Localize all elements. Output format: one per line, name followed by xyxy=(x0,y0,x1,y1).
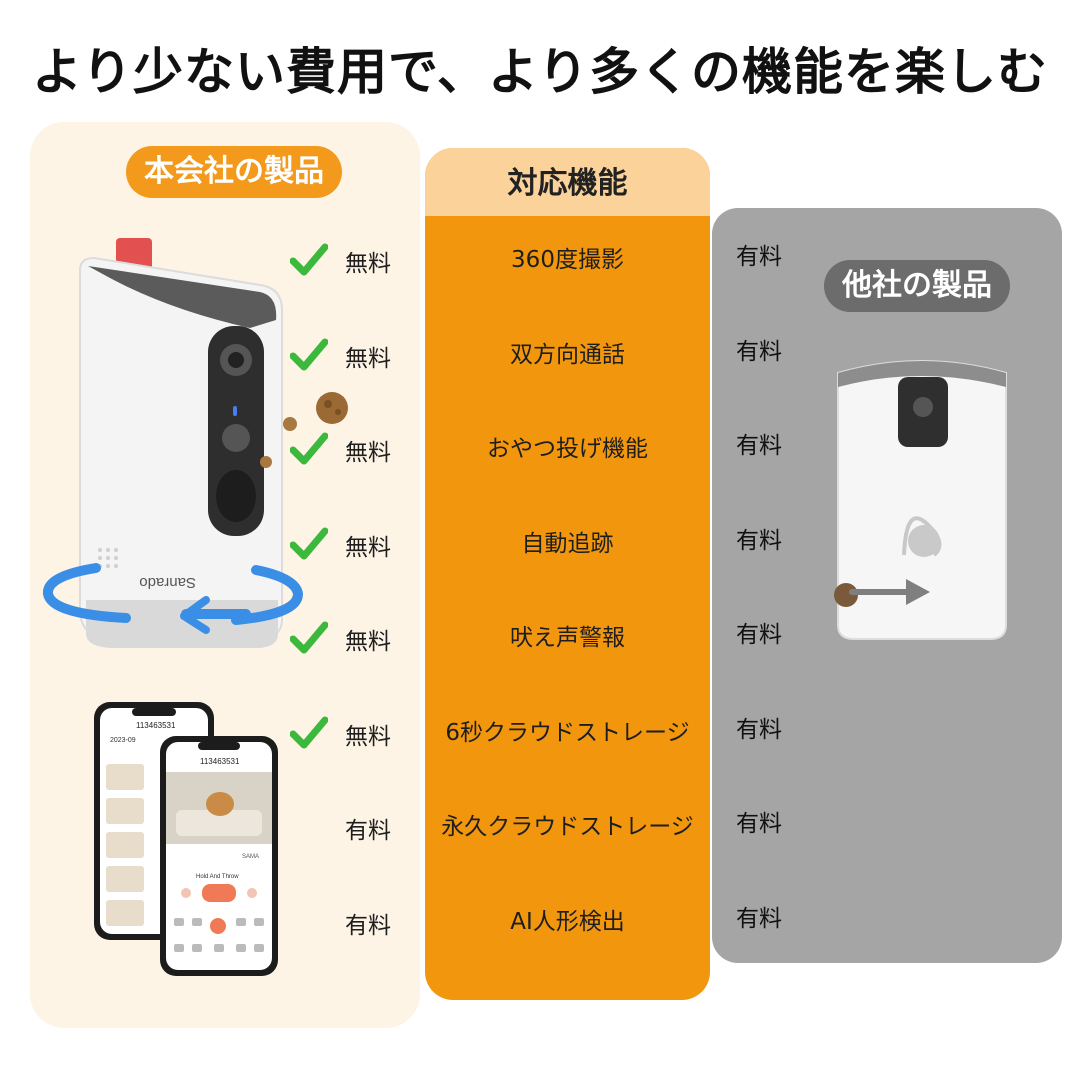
feature-label: おやつ投げ機能 xyxy=(487,436,648,462)
back-phone-date: 2023-09 xyxy=(110,737,136,744)
check-icon xyxy=(290,716,328,749)
flying-treats xyxy=(260,392,348,468)
headline: より少ない費用で、より多くの機能を楽しむ xyxy=(32,43,1048,101)
feature-label: 360度撮影 xyxy=(511,247,624,273)
our-product-value: 無料 xyxy=(345,440,391,466)
camera-brand-text: Sanrado xyxy=(139,574,196,591)
other-product-value: 有料 xyxy=(736,622,782,648)
our-product-value: 無料 xyxy=(345,346,391,372)
features-header: 対応機能 xyxy=(425,148,710,216)
feature-label: 双方向通話 xyxy=(510,342,625,368)
check-icon xyxy=(290,621,328,654)
rotation-arrow-icon xyxy=(43,563,304,634)
feature-label: 永久クラウドストレージ xyxy=(441,814,694,840)
our-product-value: 有料 xyxy=(345,913,391,939)
our-camera-illustration: Sanrado xyxy=(79,238,283,648)
other-product-value: 有料 xyxy=(736,717,782,743)
other-product-badge: 他社の製品 xyxy=(824,260,1010,312)
treat-arrow-icon xyxy=(849,579,930,605)
competitor-camera-illustration xyxy=(834,360,1007,640)
front-phone-device-id: 113463531 xyxy=(200,757,240,766)
our-product-value: 無料 xyxy=(345,535,391,561)
phone-app-illustration: 113463531 2023-09 113463531 SAMA Hold An… xyxy=(94,702,278,976)
front-phone-mode: Hold And Throw xyxy=(196,874,239,880)
other-product-value: 有料 xyxy=(736,244,782,270)
front-phone-wifi: SAMA xyxy=(242,854,259,860)
our-product-value: 無料 xyxy=(345,724,391,750)
our-product-badge: 本会社の製品 xyxy=(126,146,342,198)
check-icon xyxy=(290,527,328,560)
feature-label: 吠え声警報 xyxy=(510,625,625,651)
other-product-value: 有料 xyxy=(736,811,782,837)
feature-label: 6秒クラウドストレージ xyxy=(445,720,690,746)
back-phone-device-id: 113463531 xyxy=(136,721,176,730)
feature-label: 自動追跡 xyxy=(521,531,614,557)
our-product-value: 無料 xyxy=(345,629,391,655)
check-icon xyxy=(290,243,328,276)
our-product-value: 無料 xyxy=(345,251,391,277)
our-product-value: 有料 xyxy=(345,818,391,844)
features-panel: 対応機能 xyxy=(425,148,710,1000)
other-product-value: 有料 xyxy=(736,339,782,365)
other-product-value: 有料 xyxy=(736,906,782,932)
check-icon xyxy=(290,432,328,465)
feature-label: AI人形検出 xyxy=(510,909,625,935)
check-icon xyxy=(290,338,328,371)
other-product-value: 有料 xyxy=(736,433,782,459)
other-product-value: 有料 xyxy=(736,528,782,554)
